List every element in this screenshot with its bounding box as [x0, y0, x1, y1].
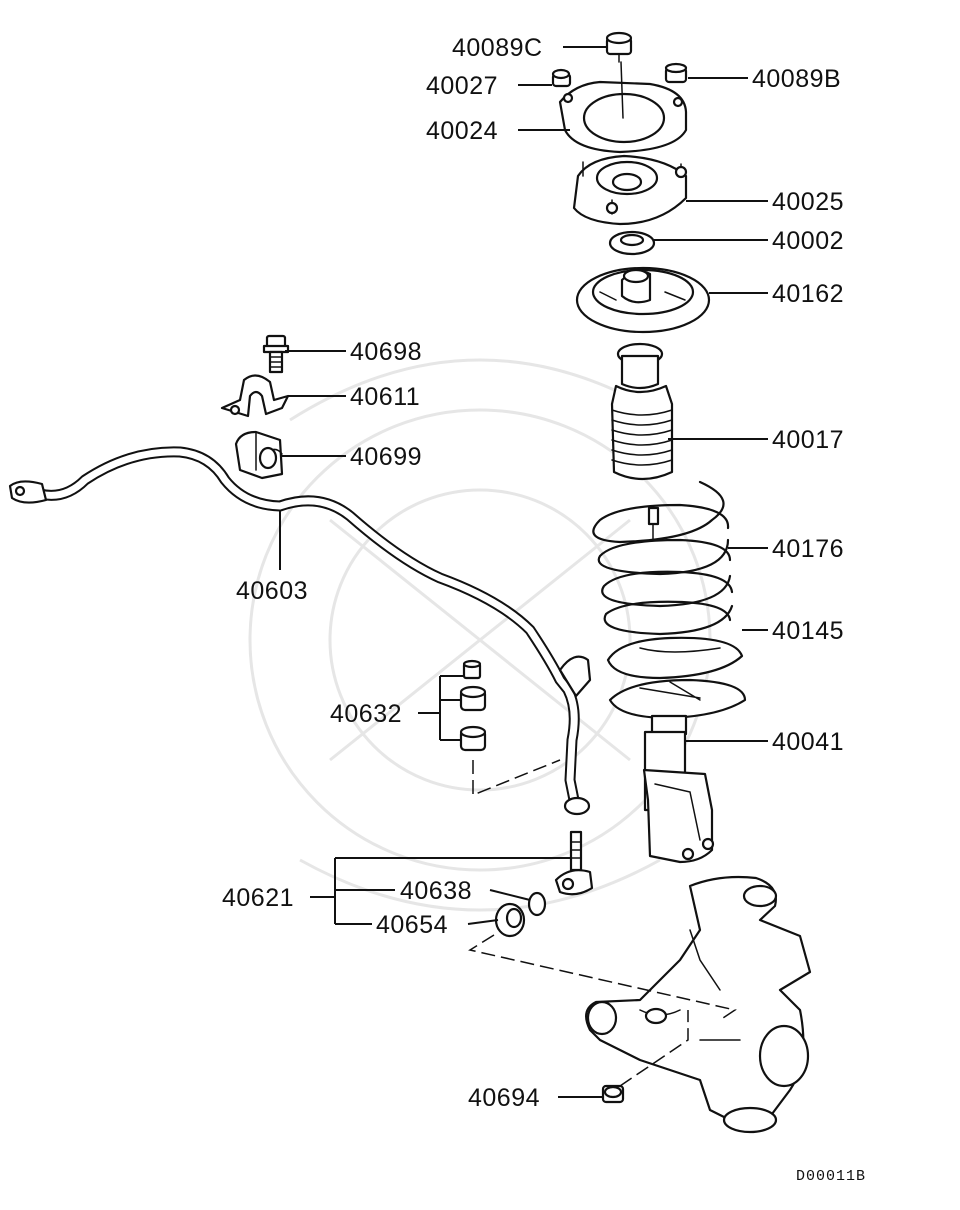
label-40638: 40638 — [400, 877, 472, 905]
diagram-code: D00011B — [796, 1168, 866, 1185]
part-40694-nut[interactable] — [601, 1084, 625, 1104]
part-40024-plate[interactable] — [558, 61, 688, 154]
label-40698: 40698 — [350, 338, 422, 366]
label-40024: 40024 — [426, 117, 498, 145]
part-40603-stabilizer-bar[interactable] — [8, 446, 592, 816]
part-40632-bushing-set[interactable] — [459, 659, 487, 752]
label-40025: 40025 — [772, 188, 844, 216]
part-40698-bolt[interactable] — [262, 334, 290, 374]
part-40002-bearing[interactable] — [608, 230, 656, 256]
label-40041: 40041 — [772, 728, 844, 756]
label-40002: 40002 — [772, 227, 844, 255]
label-40017: 40017 — [772, 426, 844, 454]
part-40089C-nut[interactable] — [605, 31, 633, 63]
label-40694: 40694 — [468, 1084, 540, 1112]
part-40027-nut[interactable] — [551, 68, 572, 88]
part-labels: 40089C 40027 40089B 40024 40025 40002 40… — [222, 34, 844, 1112]
part-40611-bracket[interactable] — [220, 374, 290, 418]
guide-line-knuckle — [468, 934, 737, 1021]
part-40654-cap[interactable] — [494, 902, 526, 938]
label-40162: 40162 — [772, 280, 844, 308]
label-40089B: 40089B — [752, 65, 841, 93]
part-40638-ring[interactable] — [527, 891, 547, 917]
label-40145: 40145 — [772, 617, 844, 645]
label-40603: 40603 — [236, 577, 308, 605]
part-knuckle-assembly[interactable] — [585, 875, 812, 1134]
guide-line-link — [472, 759, 561, 797]
label-40611: 40611 — [350, 383, 420, 411]
leader-lines — [279, 46, 768, 1098]
part-40162-upper-spring-seat[interactable] — [575, 266, 711, 334]
label-40621: 40621 — [222, 884, 294, 912]
label-40176: 40176 — [772, 535, 844, 563]
label-40089C: 40089C — [452, 34, 543, 62]
guide-line-nut — [619, 1010, 689, 1087]
part-40017-dust-boot[interactable] — [610, 342, 674, 481]
part-40699-bushing[interactable] — [234, 430, 284, 480]
part-40025-strut-mount[interactable] — [572, 154, 688, 226]
part-40621-stabilizer-link[interactable] — [554, 830, 594, 896]
label-40699: 40699 — [350, 443, 422, 471]
label-40632: 40632 — [330, 700, 402, 728]
part-40089B-nut[interactable] — [664, 62, 688, 84]
label-40027: 40027 — [426, 72, 498, 100]
label-40654: 40654 — [376, 911, 448, 939]
part-40145-spring-pad[interactable] — [606, 636, 744, 680]
part-40041-strut[interactable] — [608, 678, 747, 864]
part-40176-coil-spring[interactable] — [592, 480, 734, 636]
